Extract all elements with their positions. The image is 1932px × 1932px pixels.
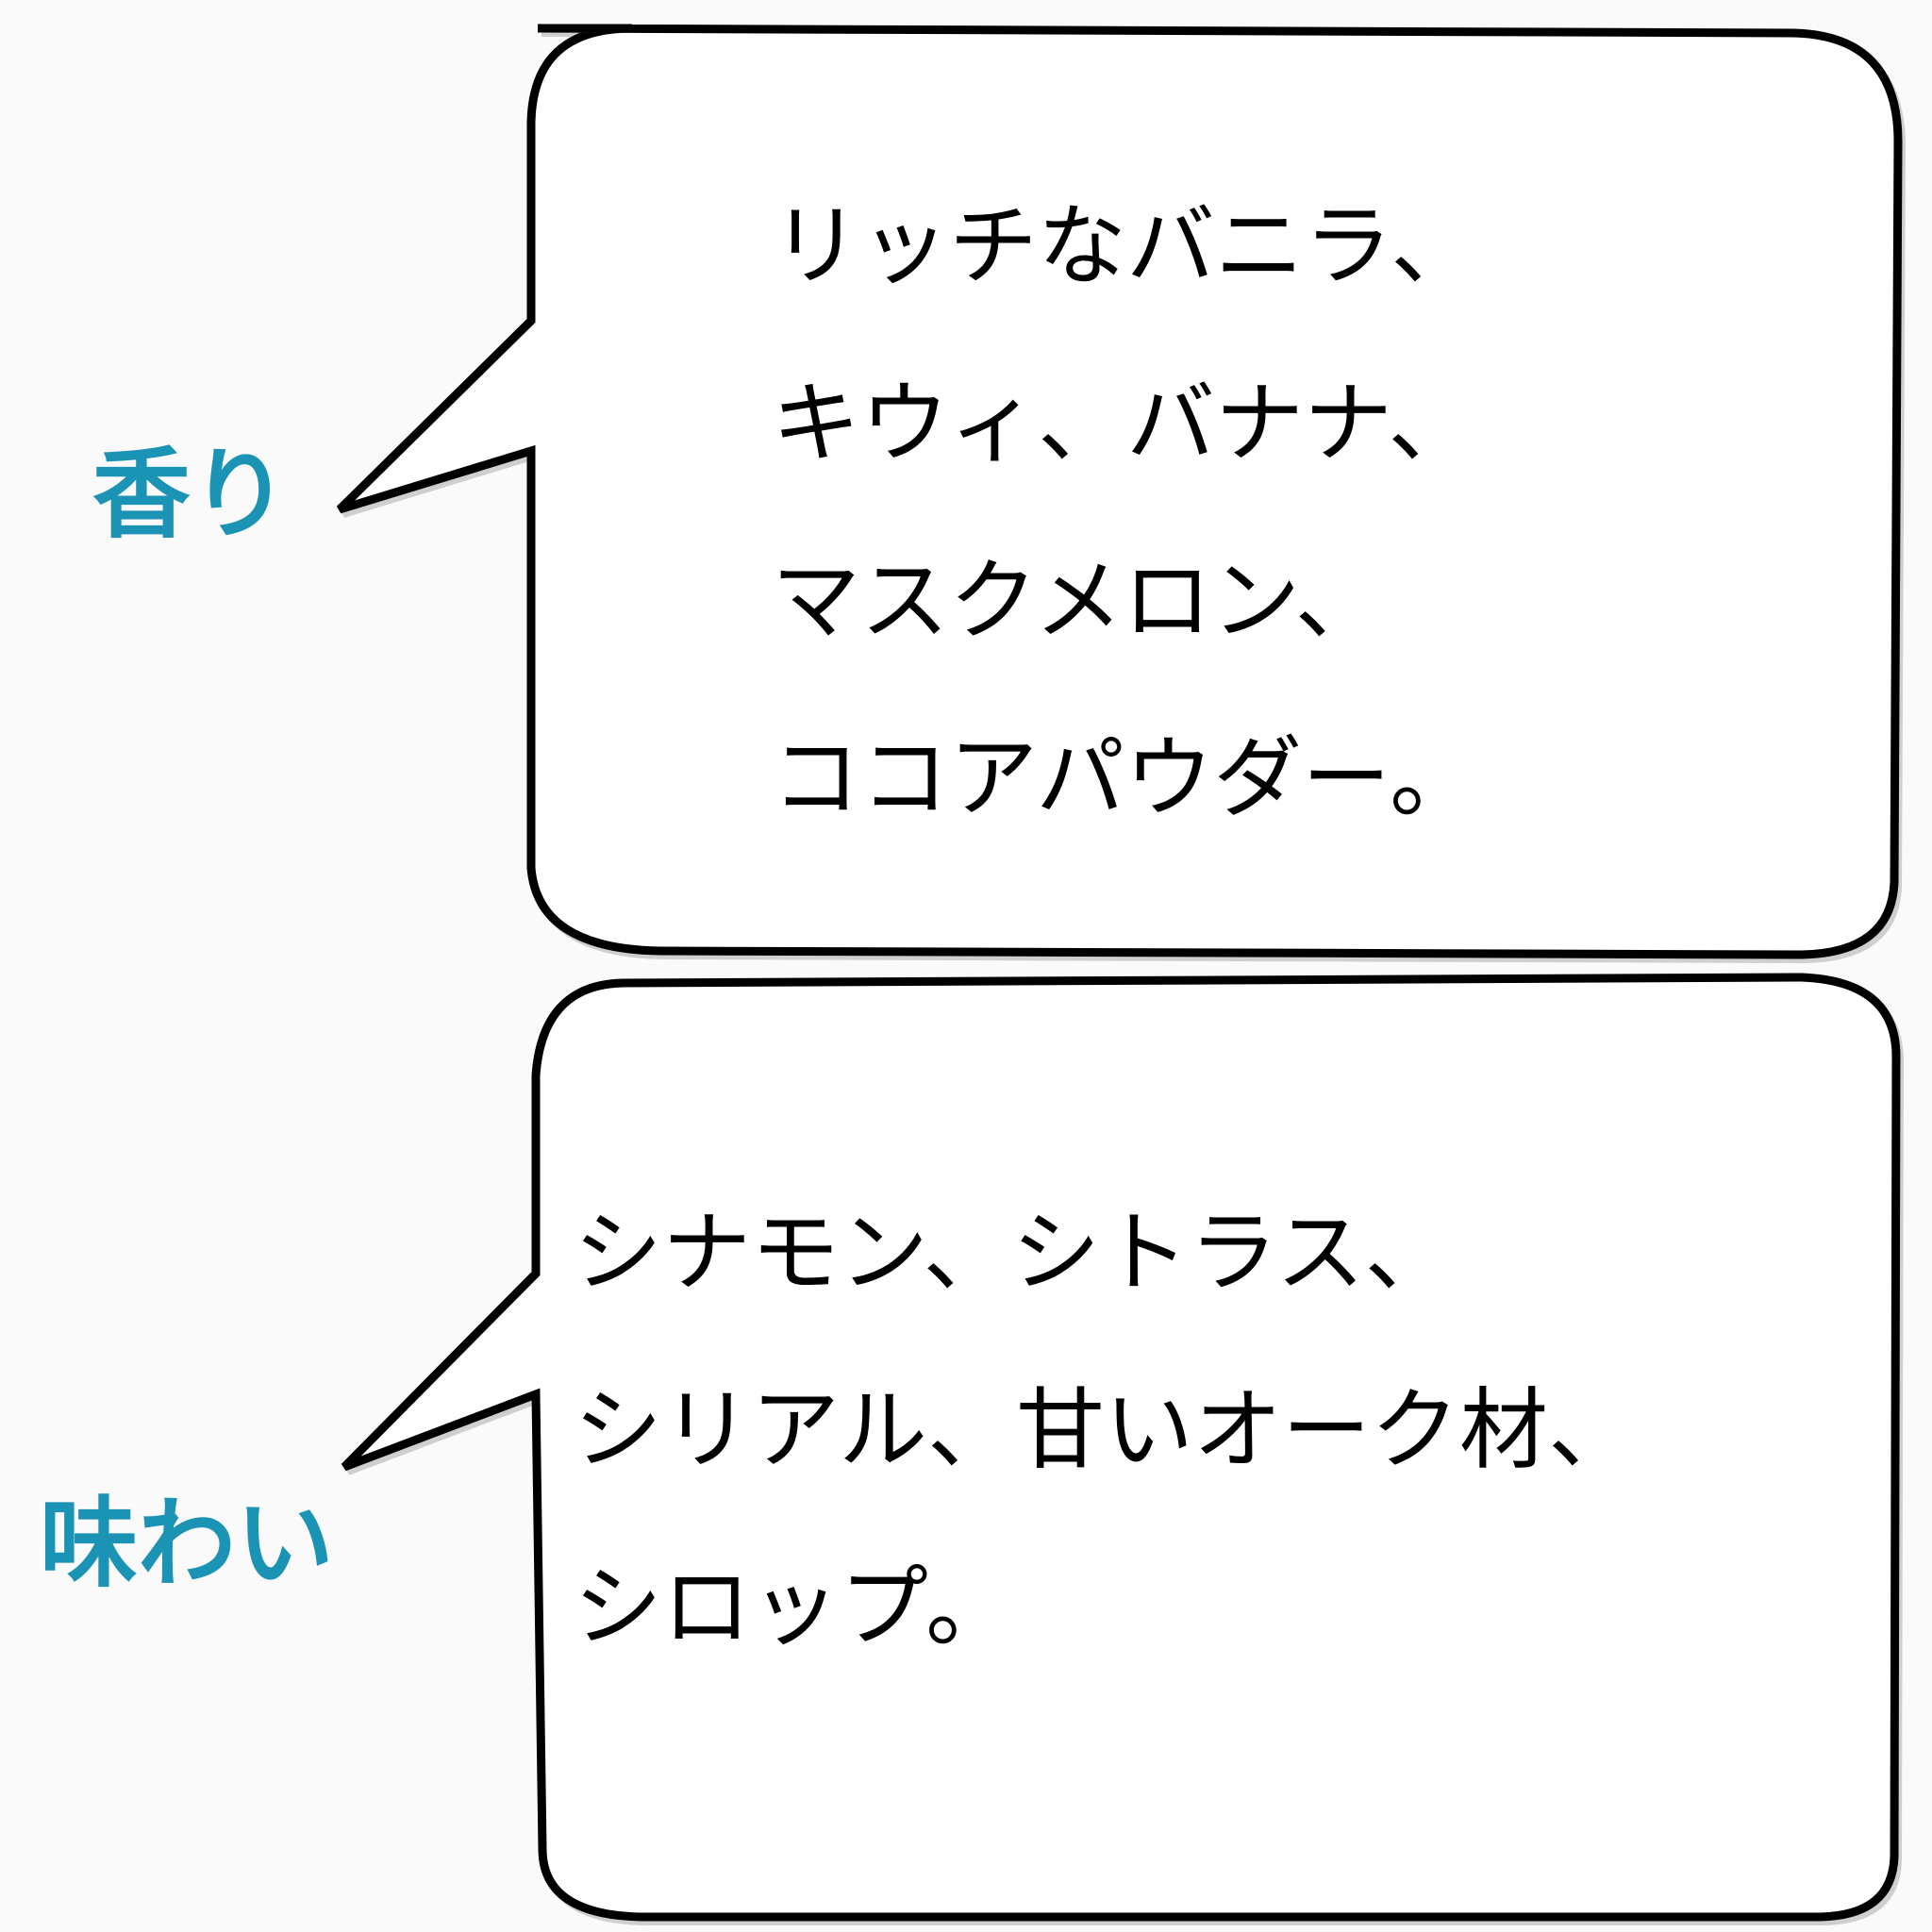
taste-bubble (341, 973, 1901, 1922)
aroma-note-line: キウィ、バナナ、 (772, 373, 1477, 475)
aroma-notes: リッチなバニラ、 キウィ、バナナ、 マスクメロン、 ココアパウダー。 (772, 158, 1479, 868)
aroma-bubble (336, 24, 1903, 959)
aroma-note-line: リッチなバニラ、 (772, 195, 1480, 298)
taste-notes: シナモン、シトラス、 シリアル、甘いオーク材、 シロップ。 (574, 1165, 1637, 1697)
aroma-note-line: マスクメロン、 (772, 550, 1384, 653)
taste-note-line: シリアル、甘いオーク材、 (574, 1379, 1638, 1482)
taste-label: 味わい (40, 1486, 335, 1601)
aroma-note-line: ココアパウダー。 (772, 727, 1479, 830)
aroma-label: 香り (92, 437, 290, 552)
taste-note-line: シロップ。 (574, 1557, 1015, 1659)
taste-note-line: シナモン、シトラス、 (574, 1202, 1454, 1305)
